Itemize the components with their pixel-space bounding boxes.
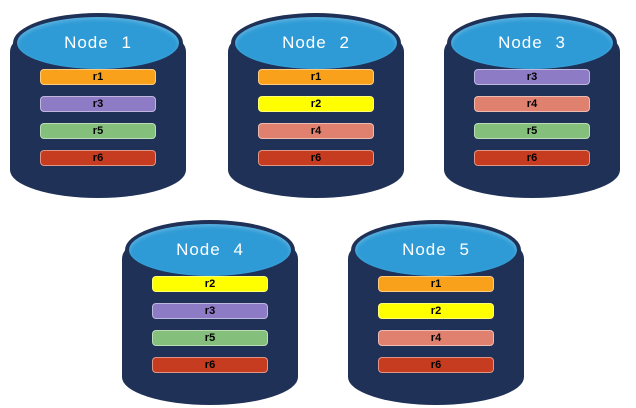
node-label: Node 4 bbox=[176, 240, 244, 259]
partition-label: r3 bbox=[204, 304, 216, 317]
partition-bar: r2 bbox=[258, 96, 374, 112]
partition-label: r6 bbox=[526, 151, 538, 164]
partition-bar: r3 bbox=[152, 303, 268, 319]
partition-label: r4 bbox=[430, 331, 442, 344]
partition-bar: r5 bbox=[152, 330, 268, 346]
partition-bar: r3 bbox=[40, 96, 156, 112]
partition-bar: r6 bbox=[474, 150, 590, 166]
cylinder-top-ellipse: Node 3 bbox=[447, 13, 617, 73]
partition-bar: r6 bbox=[40, 150, 156, 166]
partition-list: r1 r2 r4 r6 bbox=[378, 276, 494, 384]
partition-label: r6 bbox=[204, 358, 216, 371]
partition-label: r3 bbox=[92, 97, 104, 110]
partition-label: r6 bbox=[430, 358, 442, 371]
partition-bar: r1 bbox=[40, 69, 156, 85]
node-label: Node 1 bbox=[64, 33, 132, 52]
partition-label: r2 bbox=[310, 97, 322, 110]
cylinder-top-ellipse: Node 4 bbox=[125, 220, 295, 280]
partition-label: r2 bbox=[204, 277, 216, 290]
partition-list: r2 r3 r5 r6 bbox=[152, 276, 268, 384]
node-cylinder: Node 5 r1 r2 r4 r6 bbox=[348, 215, 524, 405]
partition-label: r5 bbox=[526, 124, 538, 137]
partition-label: r5 bbox=[92, 124, 104, 137]
node-cylinder: Node 1 r1 r3 r5 r6 bbox=[10, 8, 186, 198]
partition-bar: r4 bbox=[378, 330, 494, 346]
partition-label: r4 bbox=[526, 97, 538, 110]
partition-bar: r6 bbox=[258, 150, 374, 166]
partition-label: r1 bbox=[92, 70, 104, 83]
node-label: Node 2 bbox=[282, 33, 350, 52]
partition-bar: r4 bbox=[474, 96, 590, 112]
node-cylinder: Node 3 r3 r4 r5 r6 bbox=[444, 8, 620, 198]
partition-label: r5 bbox=[204, 331, 216, 344]
partition-bar: r6 bbox=[378, 357, 494, 373]
partition-bar: r2 bbox=[152, 276, 268, 292]
cylinder-top-ellipse: Node 5 bbox=[351, 220, 521, 280]
partition-bar: r4 bbox=[258, 123, 374, 139]
partition-label: r1 bbox=[430, 277, 442, 290]
partition-label: r6 bbox=[92, 151, 104, 164]
partition-bar: r1 bbox=[378, 276, 494, 292]
partition-label: r4 bbox=[310, 124, 322, 137]
partition-bar: r3 bbox=[474, 69, 590, 85]
partition-list: r1 r3 r5 r6 bbox=[40, 69, 156, 177]
node-label: Node 5 bbox=[402, 240, 470, 259]
node-label: Node 3 bbox=[498, 33, 566, 52]
partition-list: r1 r2 r4 r6 bbox=[258, 69, 374, 177]
node-cylinder: Node 4 r2 r3 r5 r6 bbox=[122, 215, 298, 405]
partition-list: r3 r4 r5 r6 bbox=[474, 69, 590, 177]
node-cylinder: Node 2 r1 r2 r4 r6 bbox=[228, 8, 404, 198]
partition-bar: r1 bbox=[258, 69, 374, 85]
partition-label: r2 bbox=[430, 304, 442, 317]
cylinder-top-ellipse: Node 1 bbox=[13, 13, 183, 73]
partition-bar: r5 bbox=[40, 123, 156, 139]
partition-bar: r5 bbox=[474, 123, 590, 139]
partition-label: r1 bbox=[310, 70, 322, 83]
partition-label: r6 bbox=[310, 151, 322, 164]
partition-bar: r2 bbox=[378, 303, 494, 319]
cylinder-top-ellipse: Node 2 bbox=[231, 13, 401, 73]
partition-bar: r6 bbox=[152, 357, 268, 373]
partition-label: r3 bbox=[526, 70, 538, 83]
